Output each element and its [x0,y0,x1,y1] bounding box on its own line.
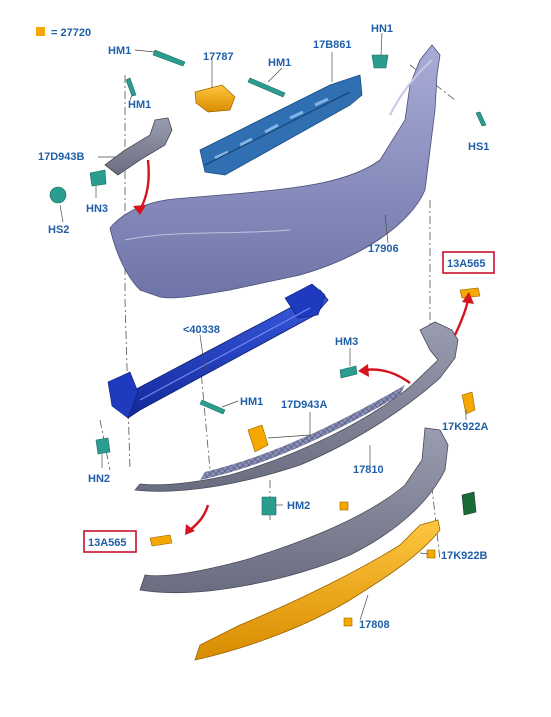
label-hm1-a: HM1 [108,45,131,57]
part-17d943a [247,424,269,453]
energy-absorber-17b861 [199,74,363,176]
reinforcement-beam-40338 [107,283,329,419]
part-13a565-upper [459,287,481,299]
label-hm1-b: HM1 [268,57,291,69]
hn1-clip [371,54,389,69]
hm2-pin [261,496,277,516]
label-40338: <40338 [183,324,220,336]
hm3-pin [339,365,358,379]
small-orange-parts [149,287,481,627]
label-17d943b: 17D943B [38,151,85,163]
hm1-pin-c [247,77,286,98]
label-17k922a: 17K922A [442,421,489,433]
lower-trim-17810 [134,321,459,492]
label-hm1-c: HM1 [128,99,151,111]
part-13a565-lower [149,534,173,547]
label-17d943a: 17D943A [281,399,328,411]
label-17k922b: 17K922B [441,550,488,562]
part-17k922b [461,491,477,516]
hm1-pin-b [125,77,137,97]
label-hn2: HN2 [88,473,110,485]
label-17787: 17787 [203,51,234,63]
label-13a565-lower: 13A565 [88,537,127,549]
orange-square-b [426,549,436,559]
label-17b861: 17B861 [313,39,352,51]
bracket-17787 [194,84,236,113]
hs2-screw [49,186,67,204]
label-hm1-d: HM1 [240,396,263,408]
leader-lines [59,32,467,621]
bracket-17d943b [104,117,173,176]
lower-diffuser [139,427,449,593]
label-hs1: HS1 [468,141,489,153]
hs1-screw [475,111,487,127]
label-hm3: HM3 [335,336,358,348]
hn3-clip [89,169,107,187]
orange-square-a [339,501,349,511]
label-hn1: HN1 [371,23,393,35]
callout-box-13a565-upper [442,251,495,274]
label-17906: 17906 [368,243,399,255]
legend: = 27720 [36,27,91,39]
fasteners [49,49,487,516]
legend-marker [36,27,45,36]
red-arrows [133,159,474,535]
hm1-pin-a [152,49,186,67]
label-hs2: HS2 [48,224,69,236]
label-13a565-upper: 13A565 [447,258,486,270]
part-17k922a [461,391,476,415]
orange-square-c [343,617,353,627]
label-hm2: HM2 [287,500,310,512]
callout-box-13a565-lower [83,530,137,553]
label-hn3: HN3 [86,203,108,215]
hn2-clip-a [95,437,111,455]
part-labels: HM1 17787 17B861 HN1 HM1 HM1 HS1 17D943B… [38,23,489,631]
label-17810: 17810 [353,464,384,476]
label-17808: 17808 [359,619,390,631]
bumper-cover-17906 [109,44,441,299]
legend-text: = 27720 [51,27,91,39]
skid-plate-17808 [194,519,441,661]
hm1-pin-d [199,399,226,415]
